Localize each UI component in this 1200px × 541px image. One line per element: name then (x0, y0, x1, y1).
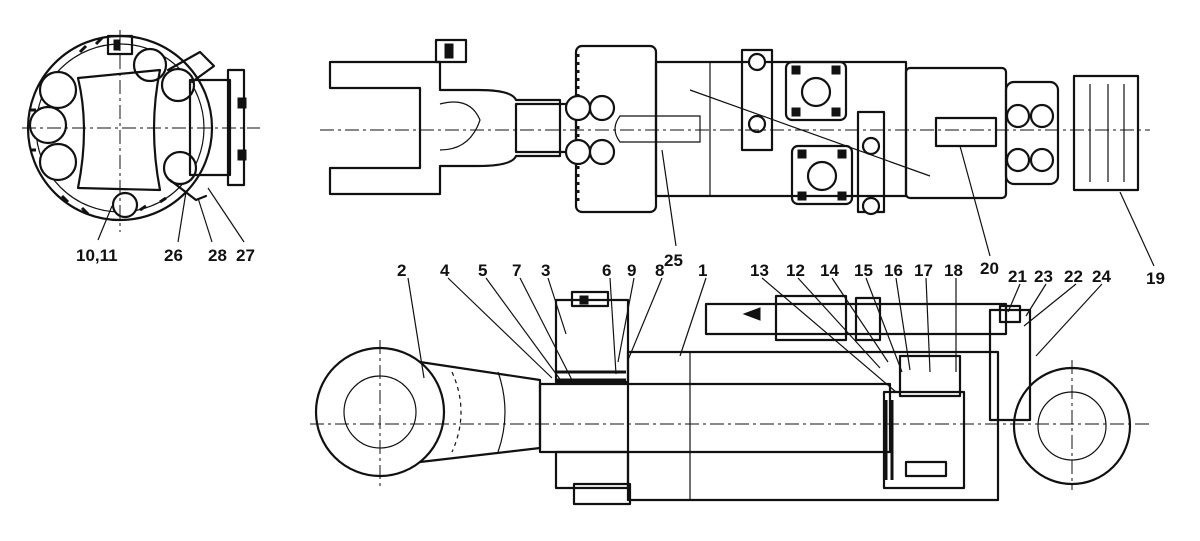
end-view-top-nut-mark (113, 39, 121, 51)
lower-port-block (790, 144, 854, 206)
rod-taper (418, 360, 542, 464)
bottom-cap (1004, 80, 1060, 186)
piston-rod (538, 382, 892, 454)
callout-12: 12 (786, 261, 805, 280)
callout-20: 20 (980, 259, 999, 278)
bottom-eye-bore (1037, 391, 1107, 461)
pipe-fitting (854, 296, 882, 342)
callout-3: 3 (541, 261, 550, 280)
top-view (320, 38, 1155, 267)
callout-14: 14 (820, 261, 839, 280)
callout-23: 23 (1034, 267, 1053, 286)
bottom-rod-slot (934, 116, 998, 148)
callout-18: 18 (944, 261, 963, 280)
head-bolt (564, 138, 592, 166)
side-view (310, 277, 1150, 506)
head-bolt (564, 94, 592, 122)
callout-10-11: 10,11 (76, 246, 118, 265)
end-view-bolt-head (237, 97, 247, 109)
upper-port-hole (800, 76, 832, 108)
upper-port-stem (740, 48, 774, 152)
bottom-end-block (988, 308, 1032, 422)
end-view (22, 30, 260, 243)
clevis-top-nut-mark (444, 43, 454, 59)
callout-16: 16 (884, 261, 903, 280)
clevis-fork (328, 60, 562, 196)
callout-13: 13 (750, 261, 769, 280)
end-view-body (76, 68, 162, 192)
callout-labels: 10,11 26 28 27 25 20 19 2 4 5 7 3 6 9 8 … (76, 246, 1165, 288)
end-bolt (111, 191, 139, 219)
barrel-section (626, 350, 1000, 502)
end-bolt (160, 67, 196, 103)
bottom-barrel (904, 66, 1008, 200)
callout-5: 5 (478, 261, 487, 280)
callout-25: 25 (664, 251, 683, 270)
head-rod-section (614, 115, 701, 143)
callout-19: 19 (1146, 269, 1165, 288)
head-bolt (588, 138, 616, 166)
clevis-inner-curve (439, 101, 481, 151)
lower-port-hole (806, 160, 838, 192)
clevis-top-nut (434, 38, 468, 64)
piston-lower-nut (904, 460, 948, 478)
piston (882, 390, 966, 490)
end-bolt (28, 105, 68, 145)
callout-27: 27 (236, 246, 255, 265)
pipe-clamp (774, 294, 848, 342)
gland-lower-bolt (572, 482, 632, 506)
piston-nut (898, 354, 962, 398)
end-view-lower-fitting (168, 178, 208, 202)
gland-housing (554, 298, 630, 384)
callout-4: 4 (440, 261, 450, 280)
callout-8: 8 (655, 261, 664, 280)
callout-6: 6 (602, 261, 611, 280)
callout-21: 21 (1008, 267, 1027, 286)
gland-top-bolt (570, 290, 610, 308)
end-view-bolt-head (237, 149, 247, 161)
callout-22: 22 (1064, 267, 1083, 286)
callout-7: 7 (512, 261, 521, 280)
callout-15: 15 (854, 261, 873, 280)
gland-lower (554, 450, 630, 490)
callout-17: 17 (914, 261, 933, 280)
callout-24: 24 (1092, 267, 1111, 286)
end-bolt (38, 142, 78, 182)
end-view-upper-fitting (166, 50, 216, 84)
head-flange (574, 44, 658, 214)
end-bolt (132, 47, 168, 83)
end-pin-boss (1072, 74, 1140, 192)
callout-2: 2 (397, 261, 406, 280)
callout-26: 26 (164, 246, 183, 265)
callout-9: 9 (627, 261, 636, 280)
callout-1: 1 (698, 261, 707, 280)
rod-eye-bore (343, 375, 417, 449)
head-bolt (588, 94, 616, 122)
end-bolt (38, 70, 78, 110)
end-bolt (162, 150, 198, 186)
top-barrel (654, 60, 908, 198)
callout-28: 28 (208, 246, 227, 265)
upper-port-block (784, 60, 848, 122)
